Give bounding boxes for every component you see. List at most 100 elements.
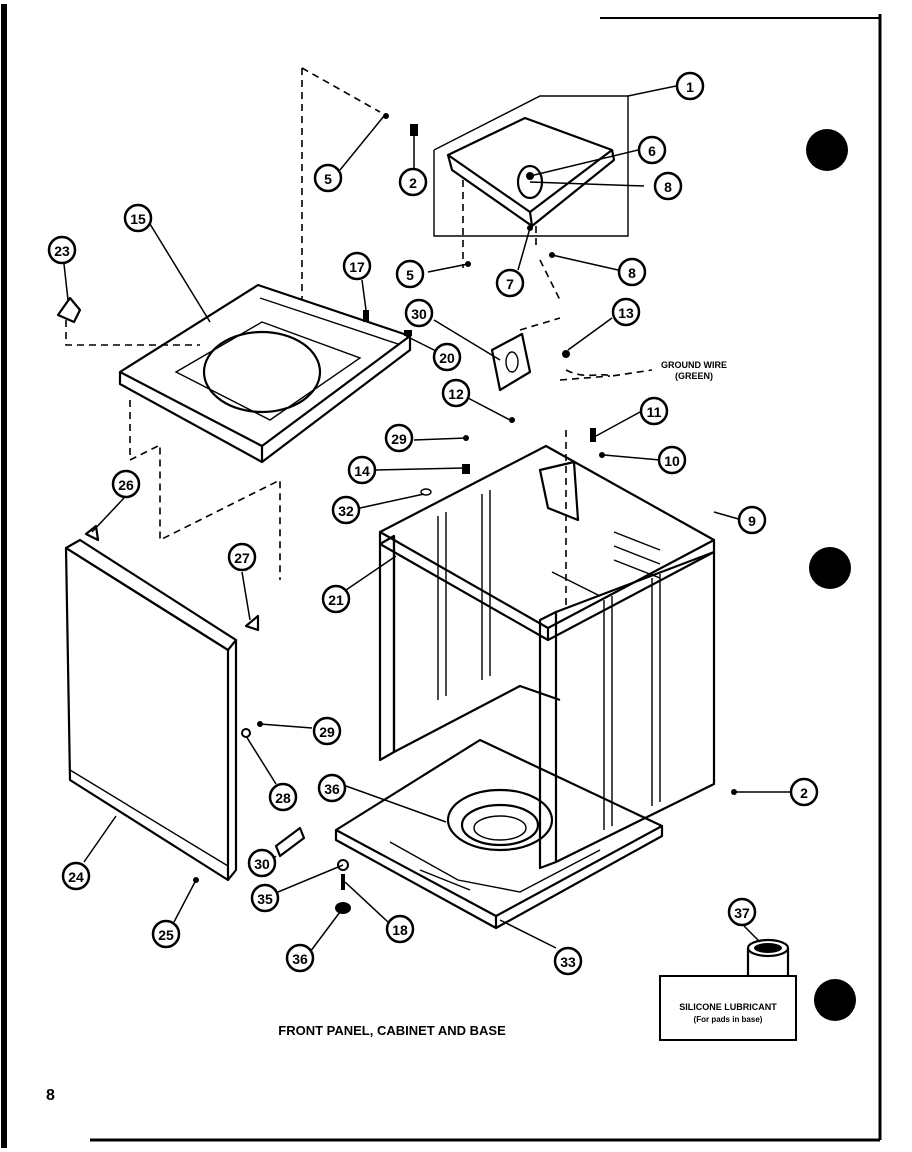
callout-number: 8 [628, 265, 636, 281]
callout-7: 7 [495, 268, 525, 298]
callout-circle [123, 203, 153, 233]
callout-number: 37 [734, 905, 750, 921]
callout-number: 28 [275, 790, 291, 806]
base-part [334, 738, 664, 930]
binder-hole [809, 547, 851, 589]
callout-36: 36 [285, 943, 315, 973]
callout-circle [312, 716, 342, 746]
callout-number: 20 [439, 350, 455, 366]
callout-number: 8 [664, 179, 672, 195]
binder-holes [806, 129, 856, 1021]
callout-number: 2 [800, 785, 808, 801]
callout-12: 12 [441, 378, 471, 408]
callout-number: 36 [324, 781, 340, 797]
callout-14: 14 [347, 455, 377, 485]
callout-number: 32 [338, 503, 354, 519]
callout-circle [495, 268, 525, 298]
silicone-note-box [659, 975, 797, 1041]
callout-18: 18 [385, 914, 415, 944]
callout-number: 13 [618, 305, 634, 321]
callout-number: 14 [354, 463, 370, 479]
callout-36: 36 [317, 773, 347, 803]
callout-2: 2 [398, 167, 428, 197]
callout-number: 5 [406, 267, 414, 283]
callout-35: 35 [250, 883, 280, 913]
callout-20: 20 [432, 342, 462, 372]
callout-circle [727, 897, 757, 927]
callout-circle [321, 584, 351, 614]
callout-number: 2 [409, 175, 417, 191]
callout-circle [317, 773, 347, 803]
cabinet-part [378, 444, 716, 870]
callout-circle [385, 914, 415, 944]
callout-number: 26 [118, 477, 134, 493]
callout-circle [653, 171, 683, 201]
callout-2: 2 [789, 777, 819, 807]
ground-wire-label-line1: GROUND WIRE [661, 360, 727, 370]
silicone-note-line2: (For pads in base) [694, 1015, 763, 1024]
ground-wire [565, 369, 653, 377]
callout-circle [639, 396, 669, 426]
callout-circle [268, 782, 298, 812]
callout-33: 33 [553, 946, 583, 976]
callout-number: 27 [234, 550, 250, 566]
callout-circle [227, 542, 257, 572]
callout-24: 24 [61, 861, 91, 891]
callout-circle [553, 946, 583, 976]
silicone-note-line1: SILICONE LUBRICANT [679, 1002, 777, 1012]
callout-number: 10 [664, 453, 680, 469]
callout-circle [247, 848, 277, 878]
callout-circle [657, 445, 687, 475]
callout-10: 10 [657, 445, 687, 475]
callout-number: 9 [748, 513, 756, 529]
callout-number: 36 [292, 951, 308, 967]
callout-circle [61, 861, 91, 891]
binder-hole [806, 129, 848, 171]
callout-circle [342, 251, 372, 281]
callout-circle [432, 342, 462, 372]
callout-21: 21 [321, 584, 351, 614]
callout-number: 21 [328, 592, 344, 608]
callout-number: 25 [158, 927, 174, 943]
callout-1: 1 [675, 71, 705, 101]
callout-circle [611, 297, 641, 327]
callout-17: 17 [342, 251, 372, 281]
callout-number: 12 [448, 386, 464, 402]
callout-circle [384, 423, 414, 453]
callout-number: 23 [54, 243, 70, 259]
callout-37: 37 [727, 897, 757, 927]
callout-circle [395, 259, 425, 289]
figure-caption: FRONT PANEL, CABINET AND BASE [278, 1023, 506, 1038]
page-number: 8 [46, 1087, 55, 1104]
callout-circle [111, 469, 141, 499]
callout-number: 15 [130, 211, 146, 227]
callout-number: 6 [648, 143, 656, 159]
callout-circle [404, 298, 434, 328]
callout-25: 25 [151, 919, 181, 949]
callout-26: 26 [111, 469, 141, 499]
callout-circle [441, 378, 471, 408]
callout-5: 5 [395, 259, 425, 289]
callout-13: 13 [611, 297, 641, 327]
callout-number: 18 [392, 922, 408, 938]
callout-29: 29 [384, 423, 414, 453]
callout-circle [398, 167, 428, 197]
callout-15: 15 [123, 203, 153, 233]
callout-circle [675, 71, 705, 101]
top-cover-part [433, 95, 629, 237]
callout-circle [285, 943, 315, 973]
callout-30: 30 [404, 298, 434, 328]
callout-number: 17 [349, 259, 365, 275]
callout-number: 1 [686, 79, 694, 95]
callout-circle [347, 455, 377, 485]
callout-30: 30 [247, 848, 277, 878]
callout-32: 32 [331, 495, 361, 525]
callout-circle [789, 777, 819, 807]
callout-circle [250, 883, 280, 913]
callout-number: 30 [254, 856, 270, 872]
callout-number: 24 [68, 869, 84, 885]
callout-circle [637, 135, 667, 165]
callout-circle [313, 163, 343, 193]
